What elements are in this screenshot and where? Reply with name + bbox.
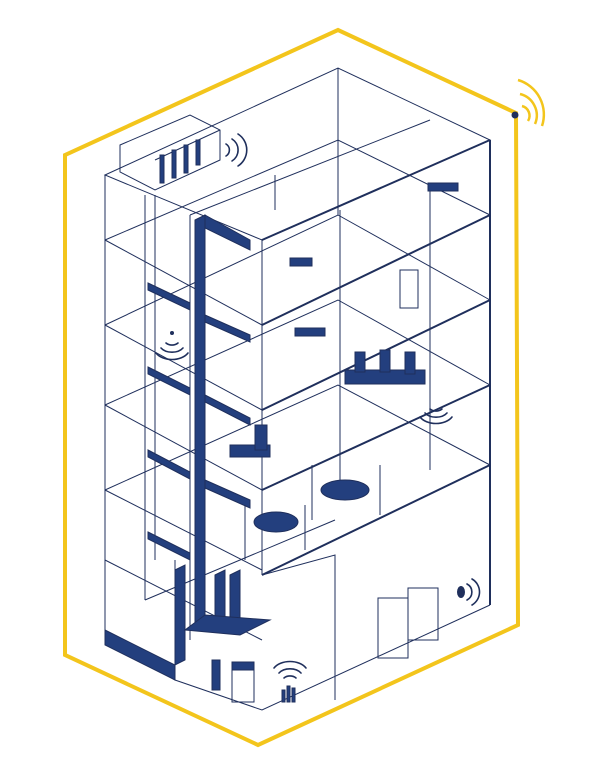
rooftop-unit — [159, 139, 201, 184]
corner-wifi-icon — [511, 78, 546, 127]
duct-icon — [104, 214, 272, 681]
door-icon — [211, 269, 419, 703]
router-icon — [273, 660, 307, 703]
table-icon — [244, 465, 381, 560]
chair-icon — [229, 182, 459, 458]
hexagon-frame — [63, 27, 521, 748]
wifi-signal-icon — [155, 133, 481, 703]
building-wireframe — [103, 67, 492, 711]
